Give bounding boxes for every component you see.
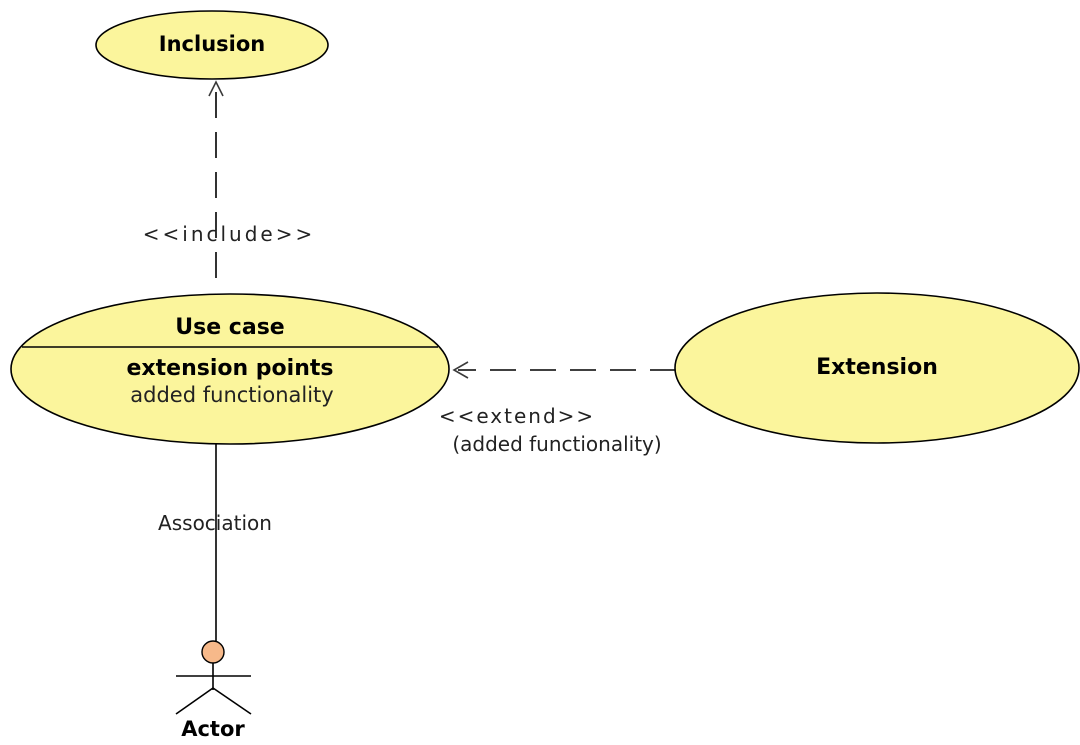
association-edge[interactable]: Association: [158, 444, 272, 641]
include-label: <<include>>: [143, 222, 316, 246]
extend-label: <<extend>>: [439, 404, 595, 428]
include-arrowhead: [208, 80, 224, 97]
inclusion-use-case[interactable]: Inclusion: [95, 10, 329, 80]
extension-points-title: extension points: [127, 356, 334, 381]
inclusion-label: Inclusion: [159, 32, 265, 56]
extension-point-item: added functionality: [130, 383, 333, 407]
actor-label: Actor: [181, 717, 245, 741]
extend-arrowhead: [452, 361, 469, 379]
extension-use-case[interactable]: Extension: [674, 292, 1080, 444]
extend-sublabel: (added functionality): [452, 432, 661, 456]
association-label: Association: [158, 511, 272, 535]
actor[interactable]: Actor: [175, 640, 252, 741]
actor-head: [201, 640, 225, 664]
use-case-label: Use case: [175, 315, 284, 340]
include-edge[interactable]: <<include>>: [143, 80, 316, 278]
main-use-case[interactable]: Use case extension points added function…: [10, 293, 450, 445]
extension-label: Extension: [816, 355, 938, 380]
extend-edge[interactable]: <<extend>> (added functionality): [439, 361, 676, 456]
